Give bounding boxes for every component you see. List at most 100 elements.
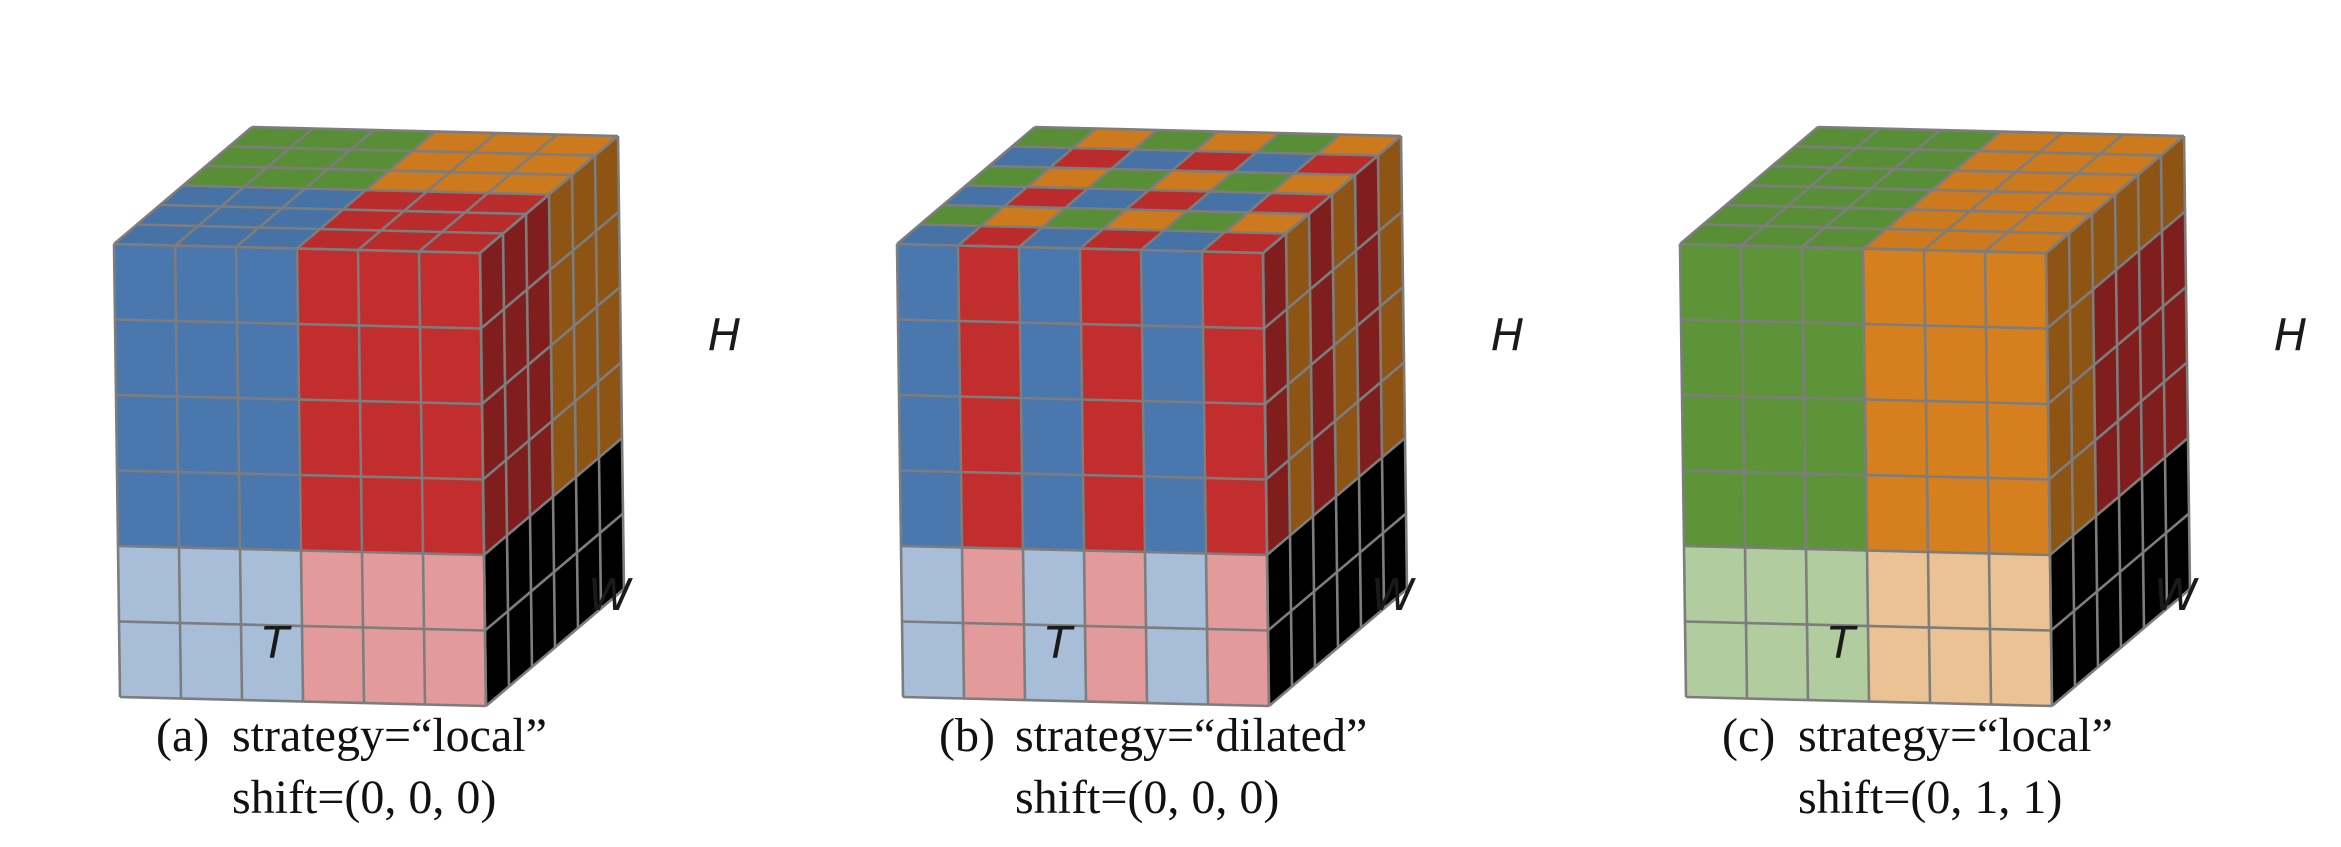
grid-line bbox=[1794, 145, 2162, 157]
top-cell bbox=[1856, 128, 1940, 150]
top-cell bbox=[1088, 169, 1172, 190]
cube-cells bbox=[897, 127, 1407, 706]
top-cell bbox=[1187, 191, 1271, 213]
top-cell bbox=[1680, 224, 1764, 246]
side-cell bbox=[2115, 175, 2139, 270]
axis-label-t: T bbox=[262, 618, 292, 669]
side-cell bbox=[2073, 516, 2097, 611]
side-cell bbox=[1268, 611, 1292, 706]
side-cell bbox=[1337, 552, 1361, 648]
top-cell bbox=[427, 172, 511, 193]
front-cell bbox=[359, 325, 421, 403]
front-cell bbox=[237, 322, 299, 400]
front-cell bbox=[1085, 626, 1147, 703]
grid-line bbox=[113, 242, 481, 255]
top-cell bbox=[259, 208, 343, 229]
side-cell bbox=[2140, 306, 2164, 402]
side-cell bbox=[2095, 421, 2119, 516]
top-cell bbox=[1225, 212, 1309, 234]
front-cell bbox=[902, 621, 964, 699]
front-cell bbox=[1985, 251, 2047, 329]
top-cell bbox=[1012, 127, 1096, 148]
caption-b: (b)strategy=“dilated” shift=(0, 0, 0) bbox=[939, 712, 1367, 822]
front-cell bbox=[1741, 245, 1803, 323]
top-cell bbox=[114, 224, 198, 246]
front-cell bbox=[1743, 396, 1805, 474]
top-cell bbox=[1810, 167, 1894, 189]
front-cell bbox=[1683, 470, 1745, 548]
top-cell bbox=[290, 128, 374, 150]
top-cell bbox=[343, 190, 427, 211]
front-cell bbox=[1019, 247, 1081, 324]
front-cell bbox=[236, 247, 298, 324]
side-cell bbox=[1357, 306, 1381, 402]
side-cell bbox=[482, 384, 506, 480]
top-cell bbox=[958, 226, 1042, 247]
front-cell bbox=[1924, 250, 1986, 327]
front-cell bbox=[1805, 473, 1867, 551]
side-cell bbox=[1309, 194, 1333, 290]
front-cell bbox=[241, 624, 303, 702]
cube-cells bbox=[114, 127, 624, 706]
top-cell bbox=[1027, 167, 1111, 189]
side-cell bbox=[1383, 513, 1407, 609]
side-cell bbox=[507, 516, 531, 611]
side-cell bbox=[528, 345, 552, 441]
caption-shift: shift=(0, 0, 0) bbox=[1015, 771, 1280, 824]
grid-line bbox=[1679, 242, 2047, 255]
top-cell bbox=[1726, 185, 1810, 207]
front-cell bbox=[300, 475, 362, 552]
top-cell bbox=[981, 206, 1065, 228]
front-cell bbox=[1205, 478, 1267, 555]
side-cell bbox=[576, 457, 600, 553]
top-cell bbox=[1256, 133, 1340, 154]
side-cell bbox=[1378, 136, 1402, 231]
front-cell bbox=[1746, 623, 1808, 700]
side-cell bbox=[1360, 533, 1384, 628]
side-cell bbox=[2138, 155, 2162, 251]
top-cell bbox=[943, 185, 1027, 207]
front-cell bbox=[420, 327, 482, 404]
cube-grid-lines bbox=[112, 125, 626, 708]
front-cell bbox=[116, 395, 178, 472]
grid-line bbox=[1263, 210, 1403, 330]
side-cell bbox=[2046, 233, 2070, 329]
front-cell bbox=[1023, 549, 1085, 626]
front-cell bbox=[1742, 321, 1804, 398]
top-cell bbox=[897, 224, 981, 246]
front-cell bbox=[1806, 549, 1868, 626]
front-cell bbox=[963, 623, 1025, 700]
front-cell bbox=[899, 395, 961, 472]
front-cell bbox=[898, 319, 960, 397]
front-cell bbox=[1084, 550, 1146, 628]
top-cell bbox=[1932, 170, 2016, 192]
grid-line bbox=[1261, 252, 1271, 707]
top-cell bbox=[2077, 154, 2161, 175]
grid-line bbox=[479, 135, 619, 254]
caption-shift: shift=(0, 0, 0) bbox=[232, 771, 497, 824]
grid-line bbox=[1817, 125, 2185, 138]
front-cell bbox=[421, 402, 483, 480]
front-cell bbox=[240, 549, 302, 626]
top-cell bbox=[175, 226, 259, 247]
front-cell bbox=[1807, 624, 1869, 702]
side-cell bbox=[595, 136, 619, 231]
top-cell bbox=[389, 151, 473, 172]
top-cell bbox=[1947, 211, 2031, 232]
side-cell bbox=[1335, 401, 1359, 497]
front-cell bbox=[119, 621, 181, 699]
front-cell bbox=[176, 321, 238, 398]
top-cell bbox=[1149, 170, 1233, 192]
front-cell bbox=[1203, 327, 1265, 404]
front-cell bbox=[1141, 250, 1203, 327]
side-cell bbox=[575, 382, 599, 477]
front-cell bbox=[179, 547, 241, 625]
front-cell bbox=[1081, 324, 1143, 401]
front-cell bbox=[1080, 248, 1142, 326]
front-cell bbox=[1681, 319, 1743, 397]
axis-label-t: T bbox=[1045, 618, 1075, 669]
caption-a: (a)strategy=“local” shift=(0, 0, 0) bbox=[156, 712, 547, 822]
side-cell bbox=[2164, 362, 2188, 458]
side-cell bbox=[600, 513, 624, 609]
front-cell bbox=[1024, 624, 1086, 702]
